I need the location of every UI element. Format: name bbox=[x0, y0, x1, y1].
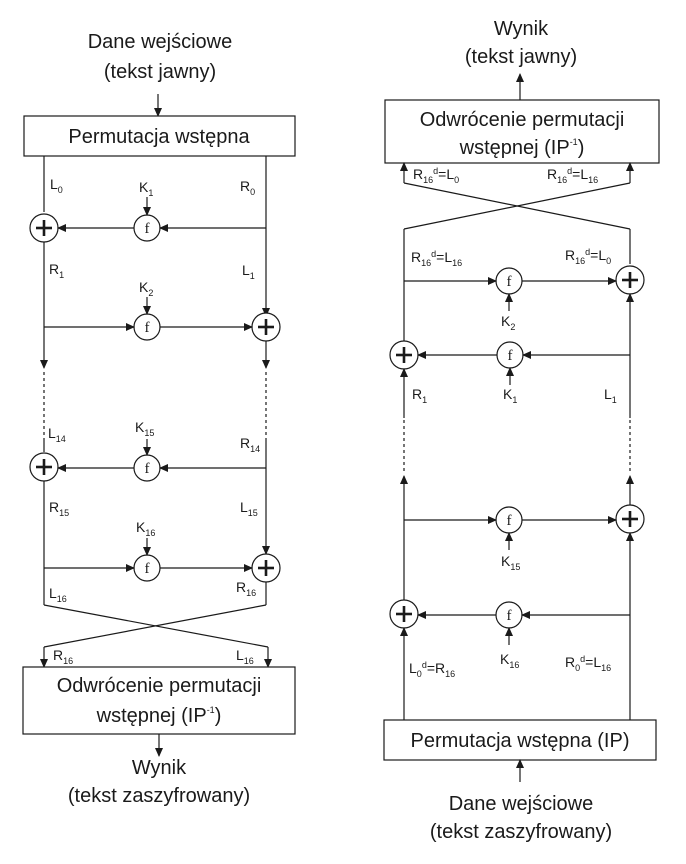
label-K16: K16 bbox=[136, 519, 155, 538]
decryption-diagram: Wynik (tekst jawny) Odwrócenie permutacj… bbox=[383, 18, 660, 843]
label-K15: K15 bbox=[135, 419, 154, 438]
label-R1: R1 bbox=[49, 261, 64, 280]
label-K15-right: K15 bbox=[501, 553, 520, 572]
right-final-permutation-line1: Odwrócenie permutacji bbox=[420, 109, 625, 131]
label-R16d-L16-top: R16d=L16 bbox=[547, 166, 598, 185]
label-K2: K2 bbox=[139, 279, 153, 298]
f-label: f bbox=[507, 274, 512, 290]
label-L0: L0 bbox=[50, 176, 63, 195]
right-output-line2: (tekst jawny) bbox=[465, 46, 577, 68]
label-L1: L1 bbox=[242, 262, 255, 281]
right-final-permutation-box bbox=[384, 99, 660, 164]
left-output-line1: Wynik bbox=[132, 757, 187, 779]
xor-node bbox=[615, 504, 645, 534]
xor-node bbox=[29, 452, 59, 482]
left-input-line2: (tekst jawny) bbox=[104, 61, 216, 83]
label-R0: R0 bbox=[240, 178, 255, 197]
right-input-line2: (tekst zaszyfrowany) bbox=[430, 821, 612, 843]
xor-node bbox=[389, 340, 419, 370]
label-R14: R14 bbox=[240, 435, 260, 454]
label-K2-right: K2 bbox=[501, 313, 515, 332]
label-K1: K1 bbox=[139, 179, 153, 198]
label-L0d-R16: L0d=R16 bbox=[409, 660, 455, 679]
xor-node bbox=[615, 265, 645, 295]
f-label: f bbox=[508, 348, 513, 364]
left-input-line1: Dane wejściowe bbox=[88, 31, 233, 53]
label-K1-right: K1 bbox=[503, 386, 517, 405]
label-R16d-L0-mid: R16d=L0 bbox=[565, 247, 611, 266]
encryption-diagram: Dane wejściowe (tekst jawny) Permutacja … bbox=[22, 31, 296, 807]
f-label: f bbox=[145, 320, 150, 336]
xor-node bbox=[251, 553, 281, 583]
left-final-permutation-box bbox=[22, 666, 296, 735]
left-final-permutation-line1: Odwrócenie permutacji bbox=[57, 675, 262, 697]
label-L16-bottom: L16 bbox=[236, 647, 254, 666]
right-input-line1: Dane wejściowe bbox=[449, 793, 594, 815]
label-R15: R15 bbox=[49, 499, 69, 518]
label-L15: L15 bbox=[240, 499, 258, 518]
right-final-permutation-line2: wstępnej (IP-1) bbox=[459, 137, 585, 159]
label-R0d-L16: R0d=L16 bbox=[565, 654, 611, 673]
left-initial-permutation-box bbox=[23, 115, 296, 157]
left-initial-permutation-label: Permutacja wstępna bbox=[68, 126, 250, 148]
f-label: f bbox=[145, 461, 150, 477]
xor-node bbox=[251, 312, 281, 342]
label-R16-bottom: R16 bbox=[53, 647, 73, 666]
right-output-line1: Wynik bbox=[494, 18, 549, 40]
right-initial-permutation-label: Permutacja wstępna (IP) bbox=[411, 730, 630, 752]
label-R16d-L0-top: R16d=L0 bbox=[413, 166, 459, 185]
xor-node bbox=[29, 213, 59, 243]
f-label: f bbox=[145, 221, 150, 237]
f-label: f bbox=[507, 608, 512, 624]
label-L14: L14 bbox=[48, 425, 66, 444]
left-output-line2: (tekst zaszyfrowany) bbox=[68, 785, 250, 807]
f-label: f bbox=[507, 513, 512, 529]
label-R16d-L16-mid: R16d=L16 bbox=[411, 249, 462, 268]
xor-node bbox=[389, 599, 419, 629]
label-R1-right: R1 bbox=[412, 386, 427, 405]
label-L16: L16 bbox=[49, 585, 67, 604]
label-R16: R16 bbox=[236, 579, 256, 598]
f-label: f bbox=[145, 561, 150, 577]
label-K16-right: K16 bbox=[500, 651, 519, 670]
label-L1-right: L1 bbox=[604, 386, 617, 405]
left-final-permutation-line2: wstępnej (IP-1) bbox=[96, 705, 222, 727]
